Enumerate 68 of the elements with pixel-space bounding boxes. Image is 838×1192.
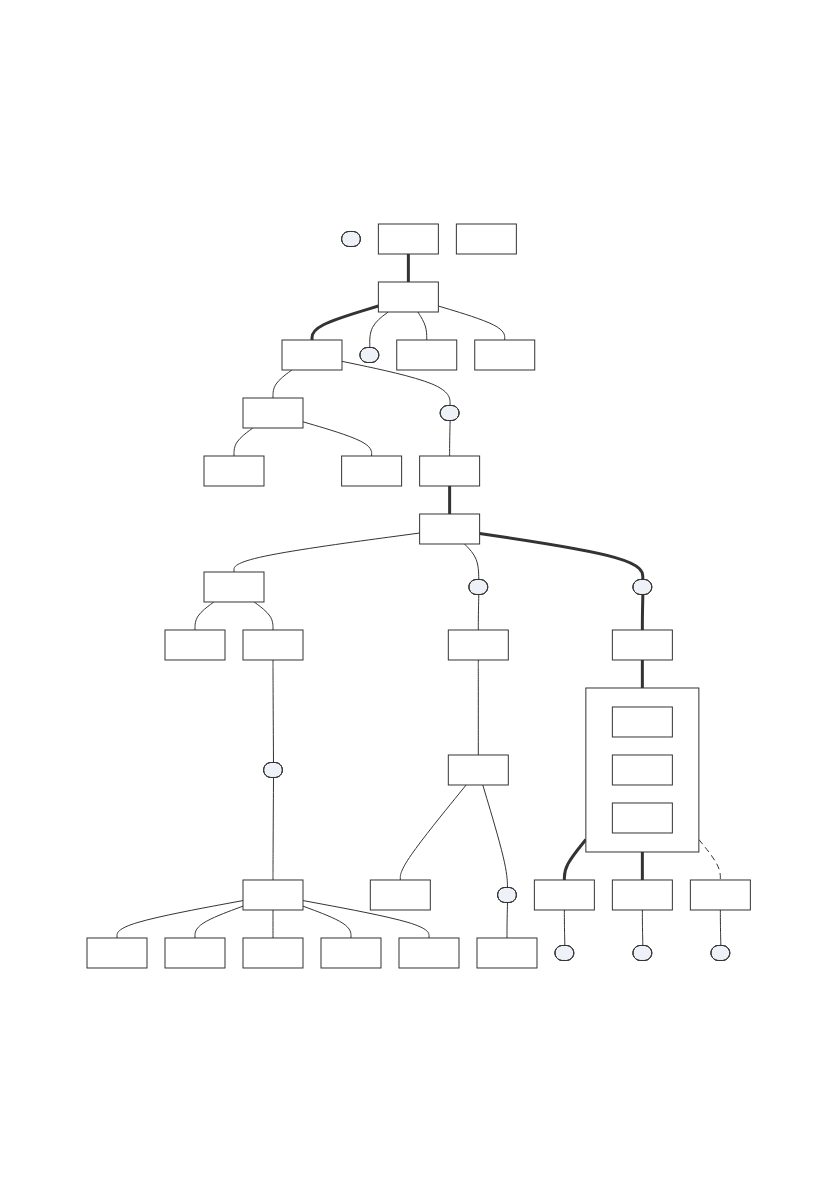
connector [464, 543, 480, 581]
node-box [612, 629, 674, 661]
connector [272, 777, 275, 881]
connector [254, 601, 274, 631]
connector [417, 311, 428, 341]
node-box [474, 339, 536, 371]
node-box [242, 629, 304, 661]
connector [438, 305, 506, 341]
node-box [396, 339, 458, 371]
node-box [612, 754, 674, 786]
connector [116, 900, 244, 939]
node-box [448, 629, 510, 661]
node-box [612, 802, 674, 834]
node-box [242, 937, 304, 969]
connector [479, 532, 645, 580]
connector [478, 594, 480, 631]
connector [272, 659, 275, 764]
node-bar [419, 513, 481, 545]
node-box [320, 937, 382, 969]
connector [698, 839, 722, 881]
node-box [612, 879, 674, 911]
node-box [378, 281, 440, 313]
connector [641, 852, 645, 880]
connector [563, 838, 588, 880]
node-box [456, 223, 518, 255]
connector [233, 532, 421, 573]
node-box [419, 455, 481, 487]
connector [478, 659, 480, 756]
cluster [585, 687, 700, 853]
node-box [203, 571, 265, 603]
node-box [203, 455, 265, 487]
node-box [612, 706, 674, 738]
node-box [242, 879, 304, 911]
connector [341, 360, 451, 407]
connector [194, 905, 244, 939]
connector [302, 905, 352, 939]
connector [449, 420, 451, 457]
connector [369, 311, 389, 349]
connector [482, 784, 509, 889]
connector [642, 909, 644, 947]
node-box [378, 223, 440, 255]
connector [400, 784, 467, 881]
connector [272, 369, 293, 399]
connector [407, 254, 411, 282]
connector [194, 601, 215, 631]
node-box [534, 879, 596, 911]
node-box [341, 455, 403, 487]
connector [720, 909, 722, 947]
connector [641, 660, 645, 688]
node-box [164, 629, 226, 661]
node-box [281, 339, 343, 371]
node-box [398, 937, 460, 969]
connector [272, 909, 274, 939]
connector [233, 427, 254, 457]
node-box [476, 937, 538, 969]
node-box [370, 879, 432, 911]
connector [564, 909, 566, 947]
connector [448, 486, 452, 514]
node-box [690, 879, 752, 911]
node-box [164, 937, 226, 969]
node-box [242, 397, 304, 429]
connector [310, 304, 380, 340]
connector [302, 900, 430, 939]
node-box [448, 754, 510, 786]
connector [506, 902, 509, 939]
connector [641, 594, 645, 630]
connector [302, 421, 373, 457]
node-box [86, 937, 148, 969]
